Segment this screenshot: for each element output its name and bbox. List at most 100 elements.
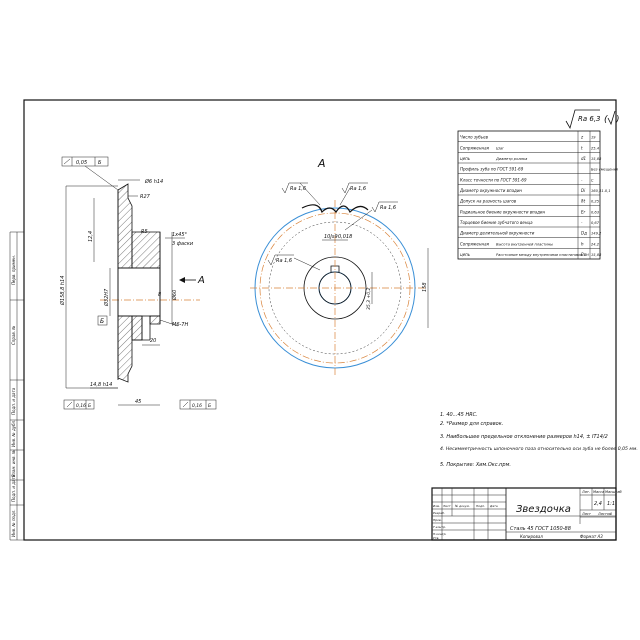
dim-35: 35,3 +0,2 [366, 287, 372, 310]
tb-role-3: Т.контр. [433, 525, 446, 529]
dim-w: 14,8 h14 [90, 382, 112, 388]
param-value: 15,88 [591, 157, 602, 161]
note-4: 4. Несимметричность шпоночного паза отно… [440, 446, 638, 452]
param-sub: Диаметр ролика [495, 157, 527, 161]
param-value: Без смещения [591, 168, 619, 172]
note-1: 1. 40...45 HRC. [440, 412, 478, 418]
tb-scale-label: Масштаб [605, 490, 622, 494]
dim-chamfer2: 3 фаски [172, 241, 194, 247]
param-value: 24,2 [591, 242, 600, 246]
tb-sheets-label: Листов [597, 512, 611, 516]
dim-r5: R5 [141, 229, 148, 235]
flatness-datum: Б [98, 160, 102, 166]
dim-d1: Ø6 h14 [144, 178, 163, 185]
dim-t20: 20 [150, 338, 156, 344]
dim-hub: Ø60 [171, 290, 178, 301]
dim-thread: М6-7H [172, 322, 188, 328]
side-label: Подп. и дата [11, 474, 16, 502]
param-name: Класс точности по ГОСТ 591-69 [460, 177, 527, 182]
param-value: 0,25 [591, 200, 600, 204]
param-symbol: Bвн [581, 252, 589, 257]
side-label: Инв. № дубл. [11, 420, 16, 447]
roughness-text: Ra 6,3 [578, 115, 601, 123]
keyway-tol-value: 0,018 [338, 234, 352, 240]
runout-value-left: 0,16 [76, 403, 86, 409]
param-name: Число зубьев [460, 135, 489, 140]
tb-col-doc: № докум. [454, 504, 470, 508]
param-symbol: Di [581, 188, 586, 193]
runout-datum-left: Б [88, 403, 91, 409]
param-name: Диаметр окружности впадин [459, 188, 522, 193]
tb-name: Звездочка [516, 504, 571, 515]
notes: 1. 40...45 HRC. 2. *Размер для справок. … [440, 412, 638, 468]
param-value: 149,2 [591, 232, 602, 236]
tb-role-2: Пров. [433, 518, 442, 522]
tb-role-1: Разраб. [433, 511, 445, 515]
dim-158: 158 [422, 282, 428, 292]
tb-role-5: Утв. [433, 536, 439, 540]
param-value: 0,63 [591, 210, 600, 214]
param-value: 160,31-0,1 [591, 189, 611, 193]
runout-value-right: 0,16 [192, 403, 202, 409]
dim-small: 8 [158, 292, 161, 298]
keyway-label: 10Js9 [324, 234, 338, 240]
section-view: 0,05 Б Ø158,8 h14 12,4 Ø32H7 Ø60 Ø6 h14 … [59, 156, 217, 410]
tb-col-date: Дата [489, 504, 498, 508]
tb-col-list: Лист [442, 504, 451, 508]
param-sub: Расстояние между внутренними пластинами [496, 253, 583, 257]
roughness-symbol: Ra 6,3 ( ) [565, 109, 620, 130]
left-margin-strip: Перв. примен. Справ. № Подп. и дата Инв.… [9, 231, 24, 541]
param-value: С [591, 178, 594, 182]
param-symbol: - [581, 220, 583, 225]
tb-format: Формат А3 [580, 534, 603, 539]
tb-mass: 2,4 [594, 501, 602, 507]
ra-front-c: Ra 1,6 [380, 205, 396, 211]
note-3: 3. Наибольшее предельное отклонение разм… [440, 434, 608, 440]
side-label: Взам. инв. № [11, 450, 16, 477]
param-name: Радиальное биение окружности впадин [460, 209, 545, 214]
dim-r27: R27 [140, 194, 151, 200]
param-value: 0,67 [591, 221, 600, 225]
tb-lit-label: Лит. [581, 490, 590, 494]
ra-front-d: Ra 1,6 [276, 258, 292, 264]
param-symbol: Dд [581, 231, 587, 236]
paren-open: ( [604, 115, 608, 125]
param-symbol: z [580, 135, 584, 140]
param-name: Диаметр делительной окружности [459, 231, 535, 236]
param-sub: Шаг [496, 146, 504, 150]
title-block: Лит. Масса Масштаб 2,4 1:1 Лист Листов 1… [431, 487, 622, 541]
param-sub: Высота внутренней пластины [496, 242, 553, 246]
front-view: A Ra 1,6 Ra 1,6 Ra 1,6 Ra 1,6 10Js9 0,01… [250, 157, 429, 375]
param-name: Профиль зуба по ГОСТ 591-69 [460, 167, 524, 172]
param-name: цепь [460, 252, 471, 257]
datum-b: Б [100, 318, 104, 325]
dim-da: Ø158,8 h14 [59, 276, 66, 306]
tb-sheets: 1 [610, 512, 612, 516]
section-arrow-label: A [197, 275, 205, 286]
tb-col-sign: Подп. [476, 504, 485, 508]
param-name: цепь [460, 156, 471, 161]
param-value: 25,4 [591, 146, 600, 150]
param-name: Сопряженная [460, 145, 490, 150]
dim-bore: Ø32H7 [103, 288, 110, 307]
note-2: 2. *Размер для справок. [440, 421, 503, 427]
side-label: Инв. № подл. [11, 509, 16, 537]
sheet-frame [23, 99, 617, 541]
param-value: 15,88 [591, 253, 602, 257]
ra-front-a: Ra 1,6 [290, 186, 306, 192]
tb-col-izm: Изм. [433, 504, 440, 508]
tb-role-4: Н.контр. [433, 532, 446, 536]
param-symbol: - [581, 177, 583, 182]
param-symbol: t [581, 145, 583, 150]
param-symbol: h [581, 241, 584, 246]
param-symbol: Er [581, 209, 586, 214]
note-5: 5. Покрытие: Хим.Окс.прм. [440, 462, 511, 468]
flatness-value: 0,05 [76, 160, 87, 166]
tb-mass-label: Масса [593, 490, 604, 494]
param-name: Допуск на разность шагов [459, 199, 517, 204]
side-label: Справ. № [11, 326, 16, 345]
dim-len: 45 [135, 399, 141, 405]
view-label: A [317, 157, 326, 170]
